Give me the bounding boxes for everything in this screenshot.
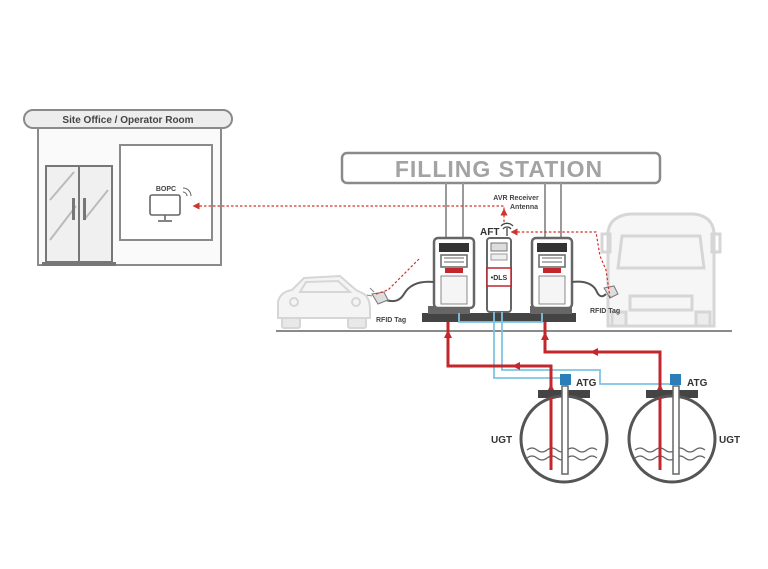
wireless-signal-lines <box>192 202 611 299</box>
site-office: Site Office / Operator Room BOPC <box>23 109 233 266</box>
tank-lid <box>646 390 698 398</box>
atg-sensor-box <box>560 374 571 385</box>
flow-arrows <box>444 330 664 392</box>
computer-icon <box>149 194 181 222</box>
aft-controller <box>486 237 512 313</box>
fuel-dispenser-right <box>530 236 607 310</box>
underground-tank-2 <box>627 374 717 484</box>
ugt-label-1: UGT <box>491 435 512 446</box>
sign-text: FILLING STATION <box>395 156 603 182</box>
canopy-sign <box>340 151 662 185</box>
atg-sensor-box <box>670 374 681 385</box>
office-window <box>119 144 213 241</box>
antenna-icon <box>500 222 514 236</box>
pump-island <box>422 306 576 322</box>
canopy: FILLING STATION <box>340 151 662 238</box>
fuel-dispenser-left <box>385 236 476 310</box>
aft-label: AFT <box>480 227 499 238</box>
bopc-label: BOPC <box>156 186 176 193</box>
underground-tank-1 <box>519 374 609 484</box>
avr-receiver-label: AVR Receiver <box>493 195 539 202</box>
rfid-tag-label-right: RFID Tag <box>590 308 620 315</box>
office-title: Site Office / Operator Room <box>62 115 193 126</box>
ugt-label-2: UGT <box>719 435 740 446</box>
rfid-tag-label-left: RFID Tag <box>376 317 406 324</box>
office-door <box>42 165 116 266</box>
car-icon <box>277 274 371 329</box>
tank-fill-pipes <box>549 398 662 470</box>
avr-antenna-label: Antenna <box>510 204 538 211</box>
dls-label: •DLS <box>491 275 508 282</box>
wifi-icon <box>182 187 192 197</box>
atg-label-1: ATG <box>576 378 597 389</box>
tank-body <box>627 394 717 484</box>
fuel-nozzle-icon <box>366 287 389 305</box>
fuel-nozzle-icon <box>603 285 619 299</box>
truck-icon <box>600 212 722 328</box>
atg-label-2: ATG <box>687 378 708 389</box>
